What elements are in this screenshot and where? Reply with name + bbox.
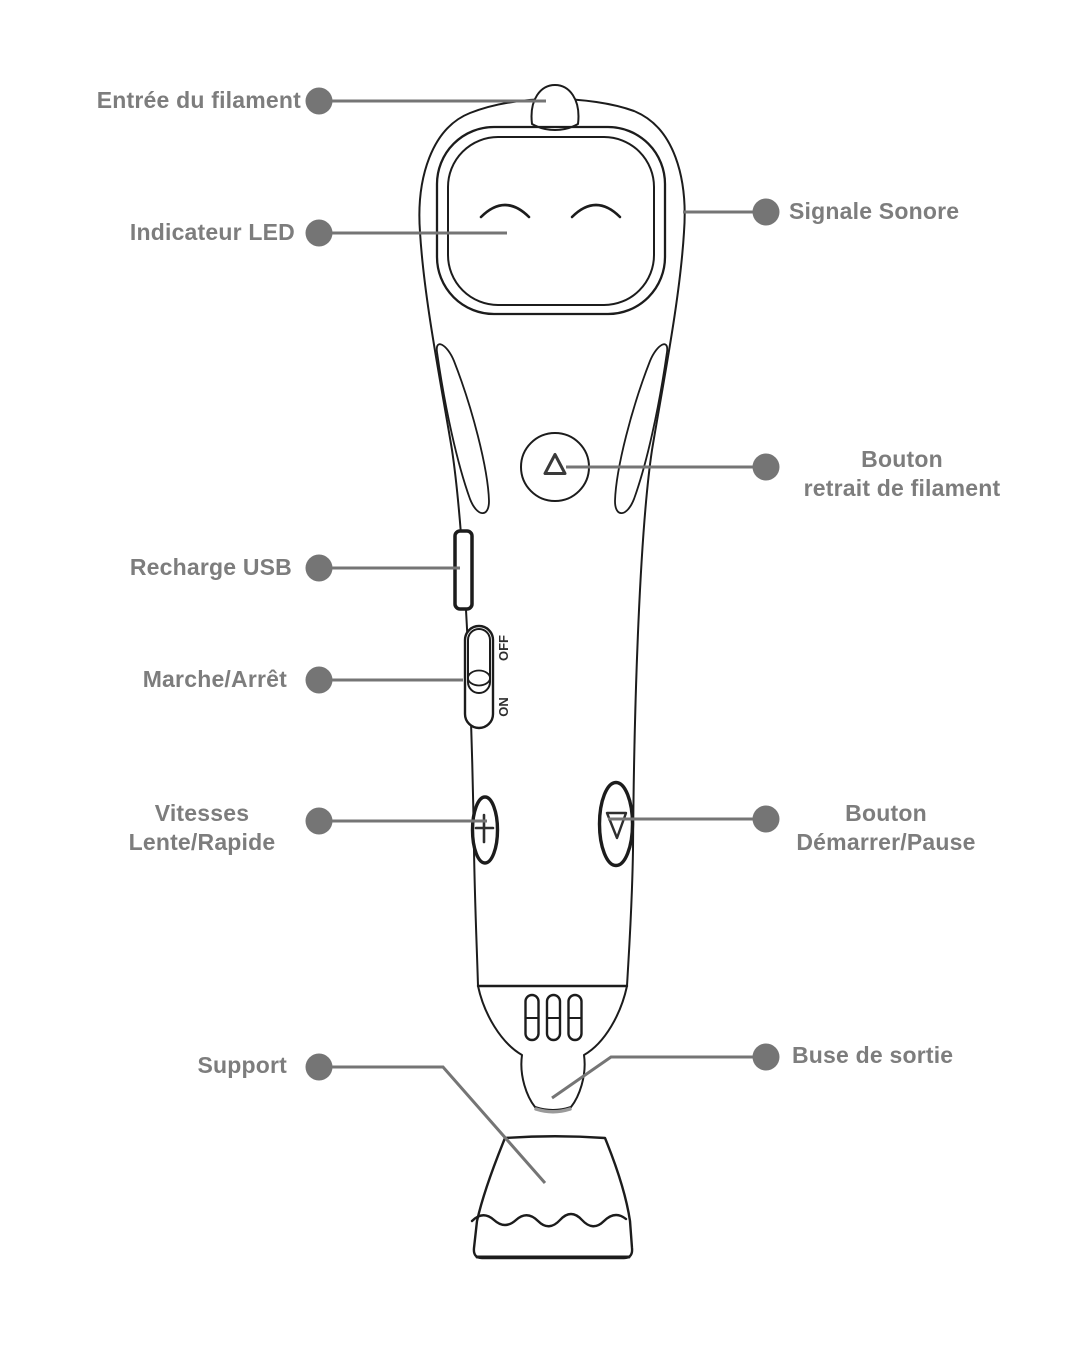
leader-dot-speed-button xyxy=(305,807,333,835)
leader-dot-usb-charge xyxy=(305,554,333,582)
label-speed-button: Vitesses Lente/Rapide xyxy=(128,800,276,855)
label-retract-button: Bouton retrait de filament xyxy=(803,446,1001,501)
usb-port xyxy=(453,529,474,611)
leader-dot-filament-inlet xyxy=(305,87,333,115)
label-usb-charge: Recharge USB xyxy=(129,554,292,580)
label-nozzle: Buse de sortie xyxy=(792,1042,954,1068)
nozzle-tip xyxy=(534,1107,572,1114)
label-filament-inlet: Entrée du filament xyxy=(96,87,301,113)
leader-dot-power-switch xyxy=(305,666,333,694)
label-led-indicator: Indicateur LED xyxy=(129,219,295,245)
leader-dot-led-indicator xyxy=(305,219,333,247)
screen-outer xyxy=(435,125,667,316)
grip-contour-left xyxy=(435,343,490,515)
power-switch xyxy=(463,624,495,730)
triangle-down-icon xyxy=(605,811,628,840)
stand-wave-line xyxy=(470,1212,628,1228)
vent-slots xyxy=(524,993,583,1042)
label-sound-signal: Signale Sonore xyxy=(789,198,960,224)
leader-dot-start-pause xyxy=(752,805,780,833)
label-power-switch: Marche/Arrêt xyxy=(142,666,287,692)
stand-body xyxy=(472,1135,634,1260)
switch-on-label: ON xyxy=(496,697,511,717)
leader-stand xyxy=(319,1065,547,1184)
label-stand: Support xyxy=(197,1052,287,1078)
led-eye-left xyxy=(479,203,531,219)
speed-button xyxy=(470,795,500,865)
leader-dot-retract-button xyxy=(752,453,780,481)
leader-dot-stand xyxy=(305,1053,333,1081)
switch-off-label: OFF xyxy=(496,635,511,661)
retract-button-triangle-icon xyxy=(543,453,567,475)
filament-inlet-dome xyxy=(530,84,580,131)
start-pause-button xyxy=(597,780,635,868)
label-start-pause: Bouton Démarrer/Pause xyxy=(796,800,976,855)
led-eye-right xyxy=(570,203,622,219)
leader-nozzle xyxy=(551,1055,766,1100)
screen-inner xyxy=(447,136,655,306)
leader-dot-nozzle xyxy=(752,1043,780,1071)
grip-contour-right xyxy=(614,343,669,515)
leader-dot-sound-signal xyxy=(752,198,780,226)
